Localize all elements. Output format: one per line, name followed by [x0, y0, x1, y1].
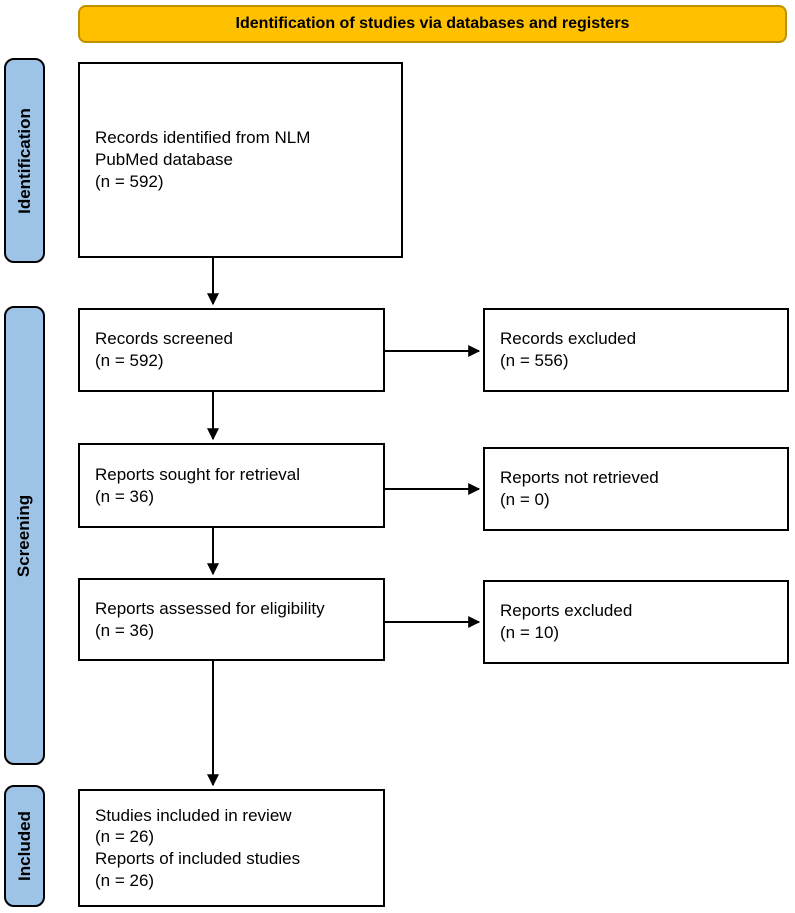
box-studies-included: Studies included in review (n = 26) Repo… [78, 789, 385, 907]
box-reports-sought: Reports sought for retrieval (n = 36) [78, 443, 385, 528]
box-records-screened-text: Records screened (n = 592) [95, 329, 233, 370]
box-records-screened: Records screened (n = 592) [78, 308, 385, 392]
box-reports-excluded: Reports excluded (n = 10) [483, 580, 789, 664]
box-studies-included-text: Studies included in review (n = 26) Repo… [95, 805, 301, 890]
box-reports-sought-text: Reports sought for retrieval (n = 36) [95, 464, 301, 506]
header-banner: Identification of studies via databases … [78, 5, 787, 43]
box-reports-excluded-text: Reports excluded (n = 10) [500, 601, 633, 642]
box-records-identified-text: Records identified from NLM PubMed datab… [95, 128, 311, 191]
stage-label-screening: Screening [4, 306, 45, 765]
stage-screening-text: Screening [14, 494, 34, 577]
box-records-excluded: Records excluded (n = 556) [483, 308, 789, 392]
box-records-excluded-text: Records excluded (n = 556) [500, 329, 637, 370]
box-reports-not-retrieved-text: Reports not retrieved (n = 0) [500, 468, 659, 509]
header-title: Identification of studies via databases … [235, 15, 630, 32]
stage-identification-text: Identification [14, 107, 34, 214]
box-reports-not-retrieved: Reports not retrieved (n = 0) [483, 447, 789, 531]
stage-label-included: Included [4, 785, 45, 907]
stage-included-text: Included [14, 811, 34, 881]
stage-label-identification: Identification [4, 58, 45, 263]
box-reports-assessed: Reports assessed for eligibility (n = 36… [78, 578, 385, 661]
box-reports-assessed-text: Reports assessed for eligibility (n = 36… [95, 598, 325, 640]
box-records-identified: Records identified from NLM PubMed datab… [78, 62, 403, 258]
